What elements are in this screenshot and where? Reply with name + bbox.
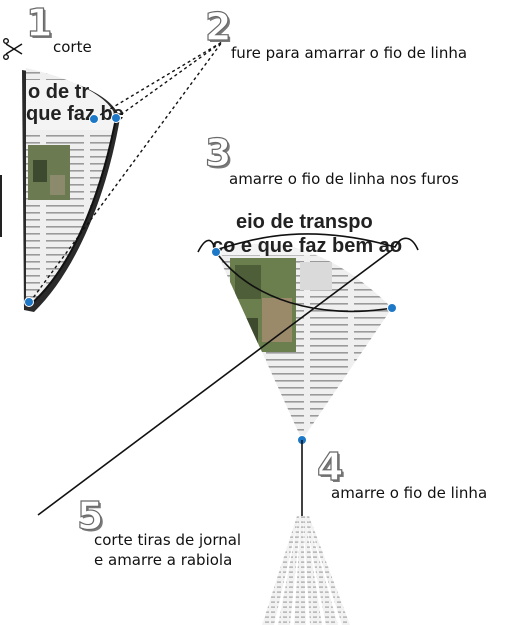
step-label-5-line-2: e amarre a rabiola [94, 551, 233, 569]
step-number-4: 4 [316, 445, 344, 489]
left-headline-1: o de tr [28, 81, 89, 103]
step-label-3: amarre o fio de linha nos furos [229, 170, 459, 188]
kite-bottom-curve [215, 251, 393, 313]
step-label-5-line-1: corte tiras de jornal [94, 531, 242, 549]
left-headline-2: que faz be [26, 103, 124, 125]
step-number-3: 3 [204, 131, 232, 175]
edge-bar [0, 175, 2, 237]
hole-marker [24, 297, 34, 307]
step-label-1: corte [53, 38, 92, 56]
bow-string [197, 233, 419, 253]
kite-headline-1: eio de transpo [236, 211, 373, 233]
step-number-2: 2 [204, 5, 232, 49]
hole-marker [111, 113, 121, 123]
hole-marker [89, 114, 99, 124]
hole-dashed-lines [29, 41, 223, 303]
step-number-1: 1 [25, 1, 53, 45]
step-label-2: fure para amarrar o fio de linha [231, 44, 468, 62]
hole-marker [387, 303, 397, 313]
hole-marker [211, 247, 221, 257]
scissors-icon [3, 38, 23, 61]
kite-headline-2: co e que faz bem ao [212, 235, 402, 257]
rabiola-tail [262, 516, 350, 625]
step-number-5: 5 [76, 494, 104, 538]
kite-line [37, 249, 393, 516]
step-label-4: amarre o fio de linha [331, 484, 488, 502]
